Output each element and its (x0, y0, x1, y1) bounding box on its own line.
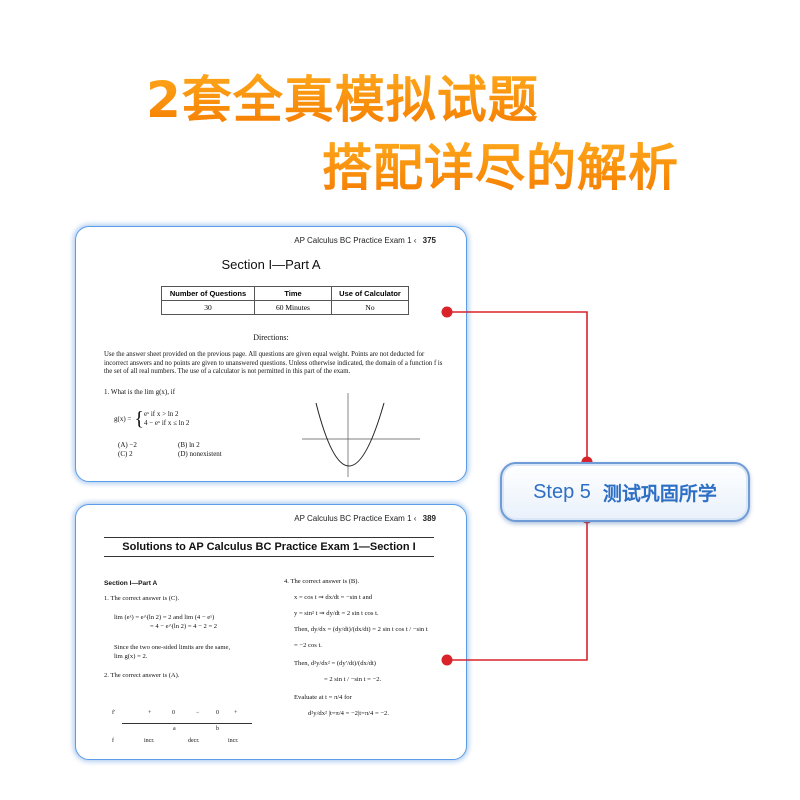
directions-title: Directions: (253, 333, 289, 342)
option-b: (B) ln 2 (178, 441, 200, 449)
option-c: (C) 2 (118, 450, 133, 458)
headline-line-1: 2套全真模拟试题 (146, 60, 539, 132)
sign-chart-point: b (216, 726, 219, 732)
sign-chart-line (122, 723, 252, 724)
solutions-page-preview: AP Calculus BC Practice Exam 1 ‹ 389 Sol… (75, 504, 467, 760)
chevron-left-icon: ‹ (413, 514, 419, 523)
title-rule-bottom (104, 556, 434, 557)
sign-chart-sign: + (148, 710, 152, 716)
answer-options: (A) −2 (B) ln 2 (C) 2 (D) nonexistent (118, 441, 238, 459)
solution-line: Since the two one-sided limits are the s… (114, 644, 231, 651)
solution-line: lim g(x) = 2. (114, 653, 148, 660)
section-title: Section I—Part A (221, 257, 321, 272)
connector-top (447, 311, 588, 462)
step-badge: Step 5 测试巩固所学 (500, 462, 750, 522)
solution-line: Then, dy/dx = (dy/dt)/(dx/dt) = 2 sin t … (294, 626, 428, 633)
sign-chart-label: f′ (112, 710, 116, 716)
title-rule-top (104, 537, 434, 538)
page-number: 375 (422, 236, 436, 245)
graph-curve (315, 402, 385, 467)
option-a: (A) −2 (118, 441, 137, 449)
solution-section-heading: Section I—Part A (104, 580, 158, 587)
parabola-graph (302, 393, 420, 477)
function-label: g(x) = (114, 414, 132, 423)
chevron-left-icon: ‹ (413, 236, 419, 245)
step-label: 测试巩固所学 (602, 482, 717, 505)
connector-dot (441, 306, 453, 318)
sign-chart-trend: incr. (228, 738, 239, 744)
solutions-left-column: Section I—Part A 1. The correct answer i… (104, 579, 274, 680)
table-cell: 30 (161, 300, 255, 315)
function-definition: g(x) ={ eˣ if x > ln 2 4 − eˣ if x ≤ ln … (114, 408, 190, 430)
running-head-title: AP Calculus BC Practice Exam 1 (294, 514, 412, 523)
sign-chart-sign: + (234, 710, 238, 716)
brace-icon: { (134, 408, 144, 430)
page-number: 389 (422, 514, 436, 523)
table-cell: No (331, 300, 409, 315)
solutions-title: Solutions to AP Calculus BC Practice Exa… (122, 541, 416, 553)
solution-line: x = cos t ⇒ dx/dt = −sin t and (294, 594, 373, 601)
solution-line: 4. The correct answer is (B). (284, 578, 360, 585)
sign-chart-zero: 0 (216, 710, 219, 716)
sign-chart-label: f (112, 738, 114, 744)
sign-chart-point: a (173, 726, 176, 732)
connector-bottom (447, 518, 588, 661)
solution-line: = 2 sin t / −sin t = −2. (324, 676, 382, 683)
exam-info-table: Number of Questions Time Use of Calculat… (161, 286, 409, 315)
solution-line: d²y/dx² |t=π/4 = −2|t=π/4 = −2. (308, 710, 389, 717)
sign-chart-trend: decr. (188, 738, 200, 744)
solution-line: 1. The correct answer is (C). (104, 595, 180, 602)
option-d: (D) nonexistent (178, 450, 222, 458)
function-case-1: eˣ if x > ln 2 (143, 410, 179, 418)
sign-chart-trend: incr. (144, 738, 155, 744)
solution-line: Evaluate at t = π/4 for (294, 694, 352, 701)
headline-line-2: 搭配详尽的解析 (322, 128, 679, 200)
exam-page-preview: AP Calculus BC Practice Exam 1 ‹ 375 Sec… (75, 226, 467, 482)
solution-line: = −2 cos t. (294, 642, 322, 649)
sign-chart-sign: − (196, 710, 200, 716)
solution-line: lim (eˣ) = e^(ln 2) = 2 and lim (4 − eˣ) (114, 614, 215, 621)
solution-line: 2. The correct answer is (A). (104, 672, 180, 679)
question-1: 1. What is the lim g(x), if (104, 388, 176, 396)
running-head: AP Calculus BC Practice Exam 1 ‹ 389 (294, 514, 436, 523)
step-number: Step 5 (533, 480, 591, 503)
running-head-title: AP Calculus BC Practice Exam 1 (294, 236, 412, 245)
solution-line: = 4 − e^(ln 2) = 4 − 2 = 2 (150, 623, 218, 630)
sign-chart: f′ + 0 − 0 + a b f incr. decr. incr. (112, 710, 262, 750)
solution-line: y = sin² t ⇒ dy/dt = 2 sin t cos t. (294, 610, 379, 617)
function-case-2: 4 − eˣ if x ≤ ln 2 (143, 419, 190, 427)
running-head: AP Calculus BC Practice Exam 1 ‹ 375 (294, 236, 436, 245)
connector-dot (441, 654, 453, 666)
solutions-right-column: 4. The correct answer is (B). x = cos t … (284, 577, 459, 719)
sign-chart-zero: 0 (172, 710, 175, 716)
directions-text: Use the answer sheet provided on the pre… (104, 351, 443, 376)
solution-line: Then, d²y/dx² = (dy′/dt)/(dx/dt) (294, 660, 377, 667)
